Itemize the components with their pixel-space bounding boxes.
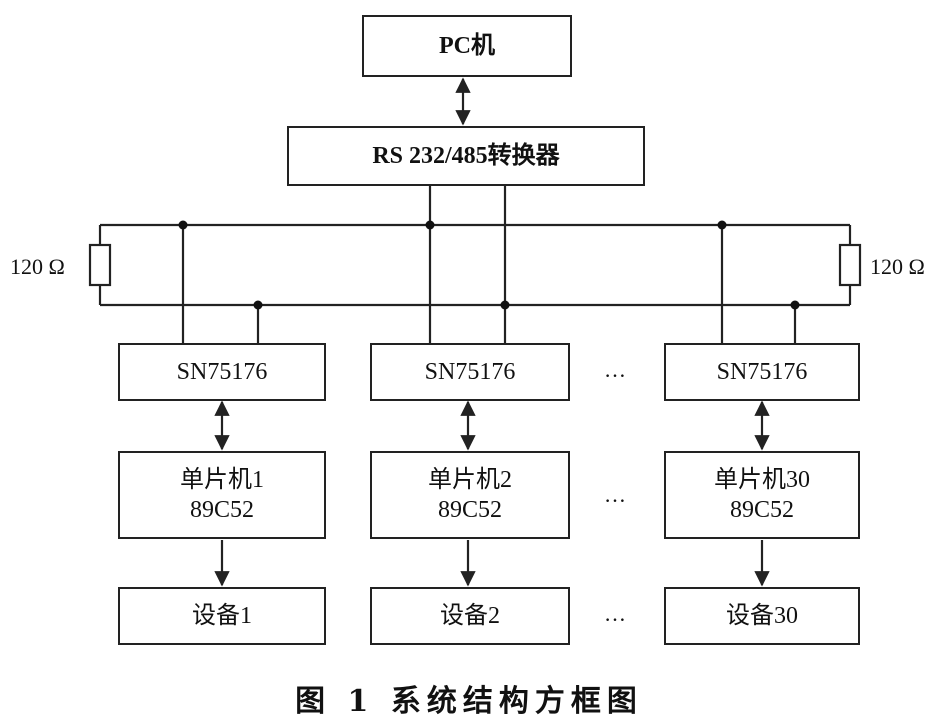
resistor-left-label: 120 Ω [10,254,65,279]
junction-dot [178,220,188,230]
transceiver-label: SN75176 [176,359,268,385]
pc-label: PC机 [439,33,495,59]
transceiver-box-2: SN75176 [370,343,570,401]
pc-box: PC机 [362,15,572,77]
mcu-model: 89C52 [189,497,254,523]
junction-dot [717,220,727,230]
device-box-3: 设备30 [664,587,860,645]
device-label: 设备1 [192,603,252,629]
ellipsis-mcus: … [604,482,627,507]
mcu-box-1: 单片机1 89C52 [118,451,326,539]
mcu-model: 89C52 [729,497,794,523]
ellipsis-transceivers: … [604,357,627,382]
device-box-2: 设备2 [370,587,570,645]
converter-label: RS 232/485转换器 [372,143,560,169]
junction-dot [500,300,510,310]
mcu-name: 单片机1 [180,467,264,493]
mcu-model: 89C52 [437,497,502,523]
transceiver-label: SN75176 [424,359,516,385]
device-box-1: 设备1 [118,587,326,645]
transceiver-label: SN75176 [716,359,808,385]
resistor-right [838,243,862,287]
converter-box: RS 232/485转换器 [287,126,645,186]
resistor-right-label: 120 Ω [870,254,925,279]
resistor-left [88,243,112,287]
mcu-box-2: 单片机2 89C52 [370,451,570,539]
ellipsis-devices: … [604,601,627,626]
mcu-box-3: 单片机30 89C52 [664,451,860,539]
junction-dot [253,300,263,310]
transceiver-box-1: SN75176 [118,343,326,401]
figure-caption: 图 1 系统结构方框图 [295,684,643,719]
transceiver-box-3: SN75176 [664,343,860,401]
junction-dot [790,300,800,310]
device-label: 设备30 [726,603,798,629]
mcu-name: 单片机30 [714,467,810,493]
mcu-name: 单片机2 [428,467,512,493]
junction-dot [425,220,435,230]
device-label: 设备2 [440,603,500,629]
